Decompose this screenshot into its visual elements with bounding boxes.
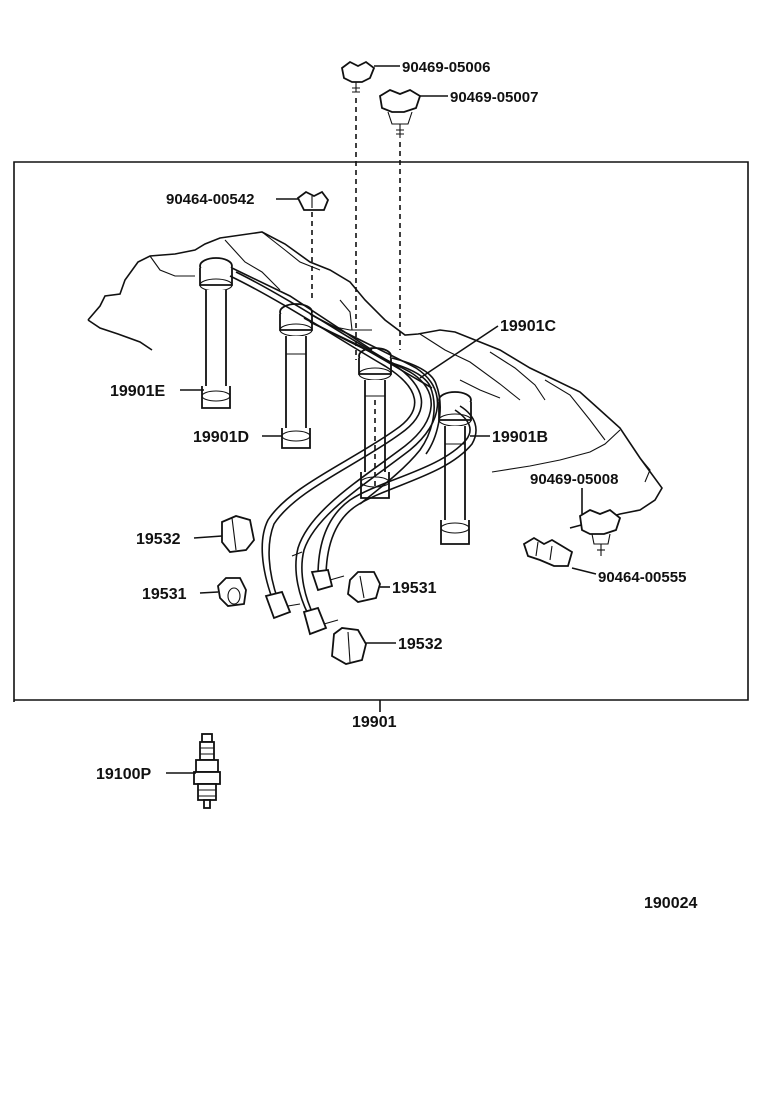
clamp-90469-05008-icon (579, 508, 622, 556)
boot-19532-right-icon (331, 627, 367, 665)
label-90464-00555: 90464-00555 (598, 569, 686, 586)
plug-tube-d (279, 303, 313, 449)
label-90464-00542: 90464-00542 (166, 191, 254, 208)
label-19532-right: 19532 (398, 636, 443, 653)
label-19100P: 19100P (96, 766, 151, 783)
boot-19532-left-icon (221, 515, 255, 553)
boot-19531-right-icon (347, 571, 381, 603)
label-90469-05007: 90469-05007 (450, 89, 538, 106)
label-19532-left: 19532 (136, 531, 181, 548)
clamp-90469-05006-icon (341, 60, 376, 93)
boot-19531-left-icon (217, 577, 247, 607)
diagram-number: 190024 (644, 895, 697, 912)
spark-plug-icon (193, 733, 221, 809)
label-19901E: 19901E (110, 383, 165, 400)
clamp-90464-00542-icon (296, 190, 330, 211)
plug-tube-b (438, 391, 472, 545)
ignition-cords (229, 267, 477, 636)
label-90469-05006: 90469-05006 (402, 59, 490, 76)
clamp-90464-00555-icon (522, 536, 574, 567)
label-19531-left: 19531 (142, 586, 187, 603)
assembly-frame (13, 161, 749, 712)
plug-tube-e (199, 257, 233, 409)
clamp-90469-05007-icon (379, 88, 422, 138)
label-19901B: 19901B (492, 429, 548, 446)
cylinder-head-cover (87, 231, 663, 529)
label-19901: 19901 (352, 714, 397, 731)
label-19901D: 19901D (193, 429, 249, 446)
leader-lines (166, 65, 597, 774)
label-19531-right: 19531 (392, 580, 437, 597)
label-19901C: 19901C (500, 318, 556, 335)
label-90469-05008: 90469-05008 (530, 471, 618, 488)
